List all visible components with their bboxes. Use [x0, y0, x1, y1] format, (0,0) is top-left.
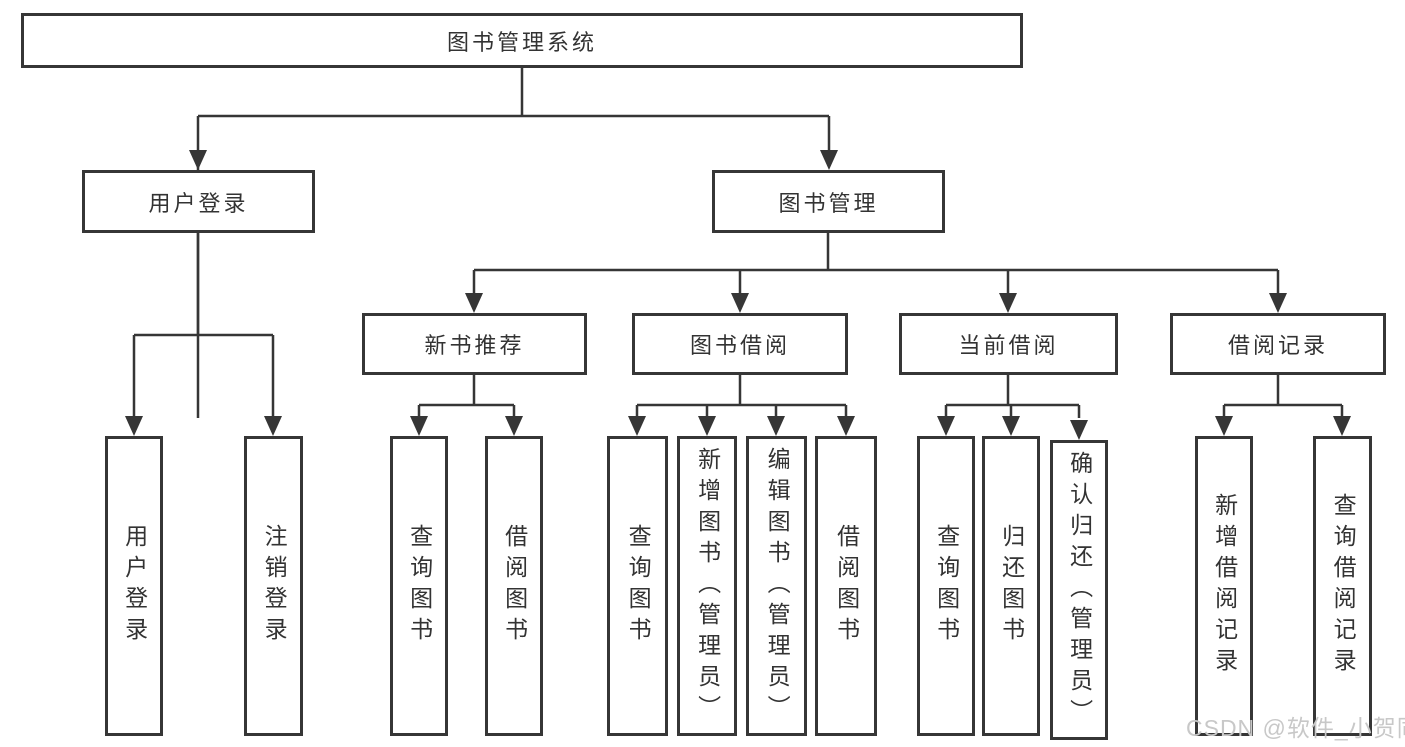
node-current-borrow: 当前借阅 — [899, 313, 1118, 375]
leaf-query-book-3-label: 查询图书 — [933, 524, 960, 648]
arrowhead-down-icon — [698, 416, 716, 436]
connector-lines-record-group — [1222, 375, 1344, 418]
node-book-management: 图书管理 — [712, 170, 945, 233]
arrowhead-down-icon — [837, 416, 855, 436]
leaf-confirm-return-admin-label: 确认归还（管理员） — [1066, 450, 1093, 730]
arrowhead-down-icon — [1002, 416, 1020, 436]
arrowhead-down-icon — [1333, 416, 1351, 436]
csdn-watermark: CSDN @软件_小贺同学 — [1186, 715, 1405, 741]
leaf-return-book-label: 归还图书 — [998, 524, 1025, 648]
arrowhead-down-icon — [937, 416, 955, 436]
arrowhead-down-icon — [189, 150, 207, 170]
leaf-edit-book-admin: 编辑图书（管理员） — [746, 436, 807, 736]
arrowhead-down-icon — [410, 416, 428, 436]
leaf-logout: 注销登录 — [244, 436, 303, 736]
arrowhead-down-icon — [1070, 420, 1088, 440]
connector-lines-borrow-group — [635, 375, 848, 418]
connector-lines-root — [196, 68, 831, 418]
leaf-confirm-return-admin: 确认归还（管理员） — [1050, 440, 1108, 740]
arrowhead-down-icon — [465, 293, 483, 313]
leaf-user-login-label: 用户登录 — [121, 524, 148, 648]
leaf-add-borrow-record-label: 新增借阅记录 — [1211, 493, 1238, 679]
connector-lines-current-group — [944, 375, 1081, 418]
connector-lines-new-book-group — [417, 375, 516, 418]
leaf-borrow-book-1-label: 借阅图书 — [501, 524, 528, 648]
arrowhead-down-icon — [999, 293, 1017, 313]
arrowhead-down-icon — [1269, 293, 1287, 313]
leaf-add-book-admin: 新增图书（管理员） — [677, 436, 737, 736]
leaf-query-book-1: 查询图书 — [390, 436, 448, 736]
leaf-borrow-book-2: 借阅图书 — [815, 436, 877, 736]
arrowhead-down-icon — [125, 416, 143, 436]
arrowhead-down-icon — [767, 416, 785, 436]
leaf-return-book: 归还图书 — [982, 436, 1040, 736]
connector-lines-user-login-group — [132, 233, 275, 418]
leaf-add-borrow-record: 新增借阅记录 — [1195, 436, 1253, 736]
leaf-query-book-3: 查询图书 — [917, 436, 975, 736]
leaf-edit-book-admin-label: 编辑图书（管理员） — [764, 446, 791, 726]
leaf-query-book-1-label: 查询图书 — [406, 524, 433, 648]
leaf-add-book-admin-label: 新增图书（管理员） — [694, 446, 721, 726]
node-new-book-recommend: 新书推荐 — [362, 313, 587, 375]
arrowhead-down-icon — [820, 150, 838, 170]
leaf-query-borrow-record-label: 查询借阅记录 — [1330, 493, 1357, 679]
node-user-login: 用户登录 — [82, 170, 315, 233]
arrowhead-down-icon — [1215, 416, 1233, 436]
arrowhead-down-icon — [264, 416, 282, 436]
leaf-borrow-book-1: 借阅图书 — [485, 436, 543, 736]
node-borrow-record: 借阅记录 — [1170, 313, 1386, 375]
leaf-logout-label: 注销登录 — [261, 524, 288, 648]
node-root: 图书管理系统 — [21, 13, 1023, 68]
leaf-query-borrow-record: 查询借阅记录 — [1313, 436, 1372, 736]
leaf-user-login: 用户登录 — [105, 436, 163, 736]
arrowhead-down-icon — [628, 416, 646, 436]
leaf-query-book-2-label: 查询图书 — [625, 524, 652, 648]
connector-lines-book-mgmt-group — [472, 233, 1280, 295]
arrowhead-down-icon — [731, 293, 749, 313]
leaf-query-book-2: 查询图书 — [607, 436, 668, 736]
node-book-borrow: 图书借阅 — [632, 313, 848, 375]
leaf-borrow-book-2-label: 借阅图书 — [833, 524, 860, 648]
arrowhead-down-icon — [505, 416, 523, 436]
